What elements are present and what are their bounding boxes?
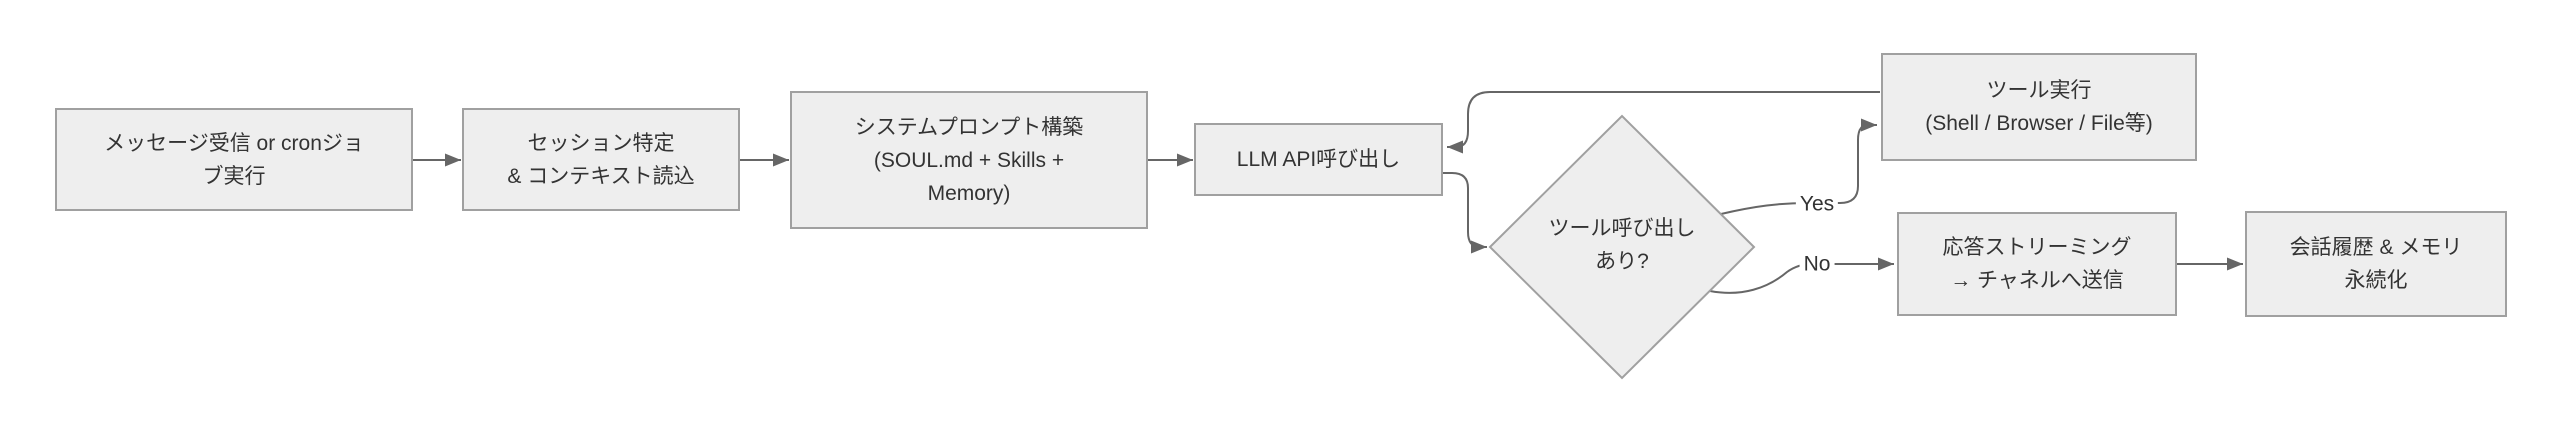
node-line: 会話履歴 & メモリ	[2289, 236, 2463, 259]
node-line: システムプロンプト構築	[854, 115, 1084, 139]
node-line: LLM API呼び出し	[1236, 148, 1401, 171]
node-tool-exec: ツール実行 (Shell / Browser / File等)	[1881, 53, 2197, 161]
node-persist-memory: 会話履歴 & メモリ 永続化	[2245, 211, 2507, 317]
node-line: 永続化	[2344, 269, 2408, 292]
node-build-prompt: システムプロンプト構築 (SOUL.md + Skills + Memory)	[790, 91, 1148, 229]
edge-label-no: No	[1799, 251, 1835, 277]
node-stream-response: 応答ストリーミング → チャネルへ送信	[1897, 212, 2177, 316]
decision-tool-call-label: ツール呼び出し あり?	[1500, 195, 1744, 295]
node-line: ツール実行	[1986, 79, 2092, 102]
decision-diamond-shape	[1488, 114, 1756, 380]
node-line: ツール呼び出し	[1548, 217, 1696, 240]
node-line: セッション特定	[527, 131, 675, 155]
node-line: あり?	[1595, 250, 1649, 273]
node-line: ブ実行	[202, 164, 266, 188]
node-line: → チャネルへ送信	[1950, 269, 2124, 292]
edge-label-yes: Yes	[1795, 191, 1839, 217]
edge-tool-return-to-llm	[1447, 91, 1880, 154]
node-line: (Shell / Browser / File等)	[1925, 112, 2153, 135]
edge-llm-to-decision	[1443, 172, 1487, 254]
node-line: & コンテキスト読込	[507, 164, 695, 188]
node-line: メッセージ受信 or cronジョ	[104, 131, 364, 155]
node-line: Memory)	[927, 181, 1011, 205]
node-line: (SOUL.md + Skills +	[873, 148, 1065, 172]
node-session-context: セッション特定 & コンテキスト読込	[462, 108, 740, 211]
node-llm-call: LLM API呼び出し	[1194, 123, 1443, 196]
node-line: 応答ストリーミング	[1942, 236, 2132, 259]
edge-decision-yes-to-tool	[1720, 118, 1877, 215]
node-receive-message: メッセージ受信 or cronジョ ブ実行	[55, 108, 413, 211]
